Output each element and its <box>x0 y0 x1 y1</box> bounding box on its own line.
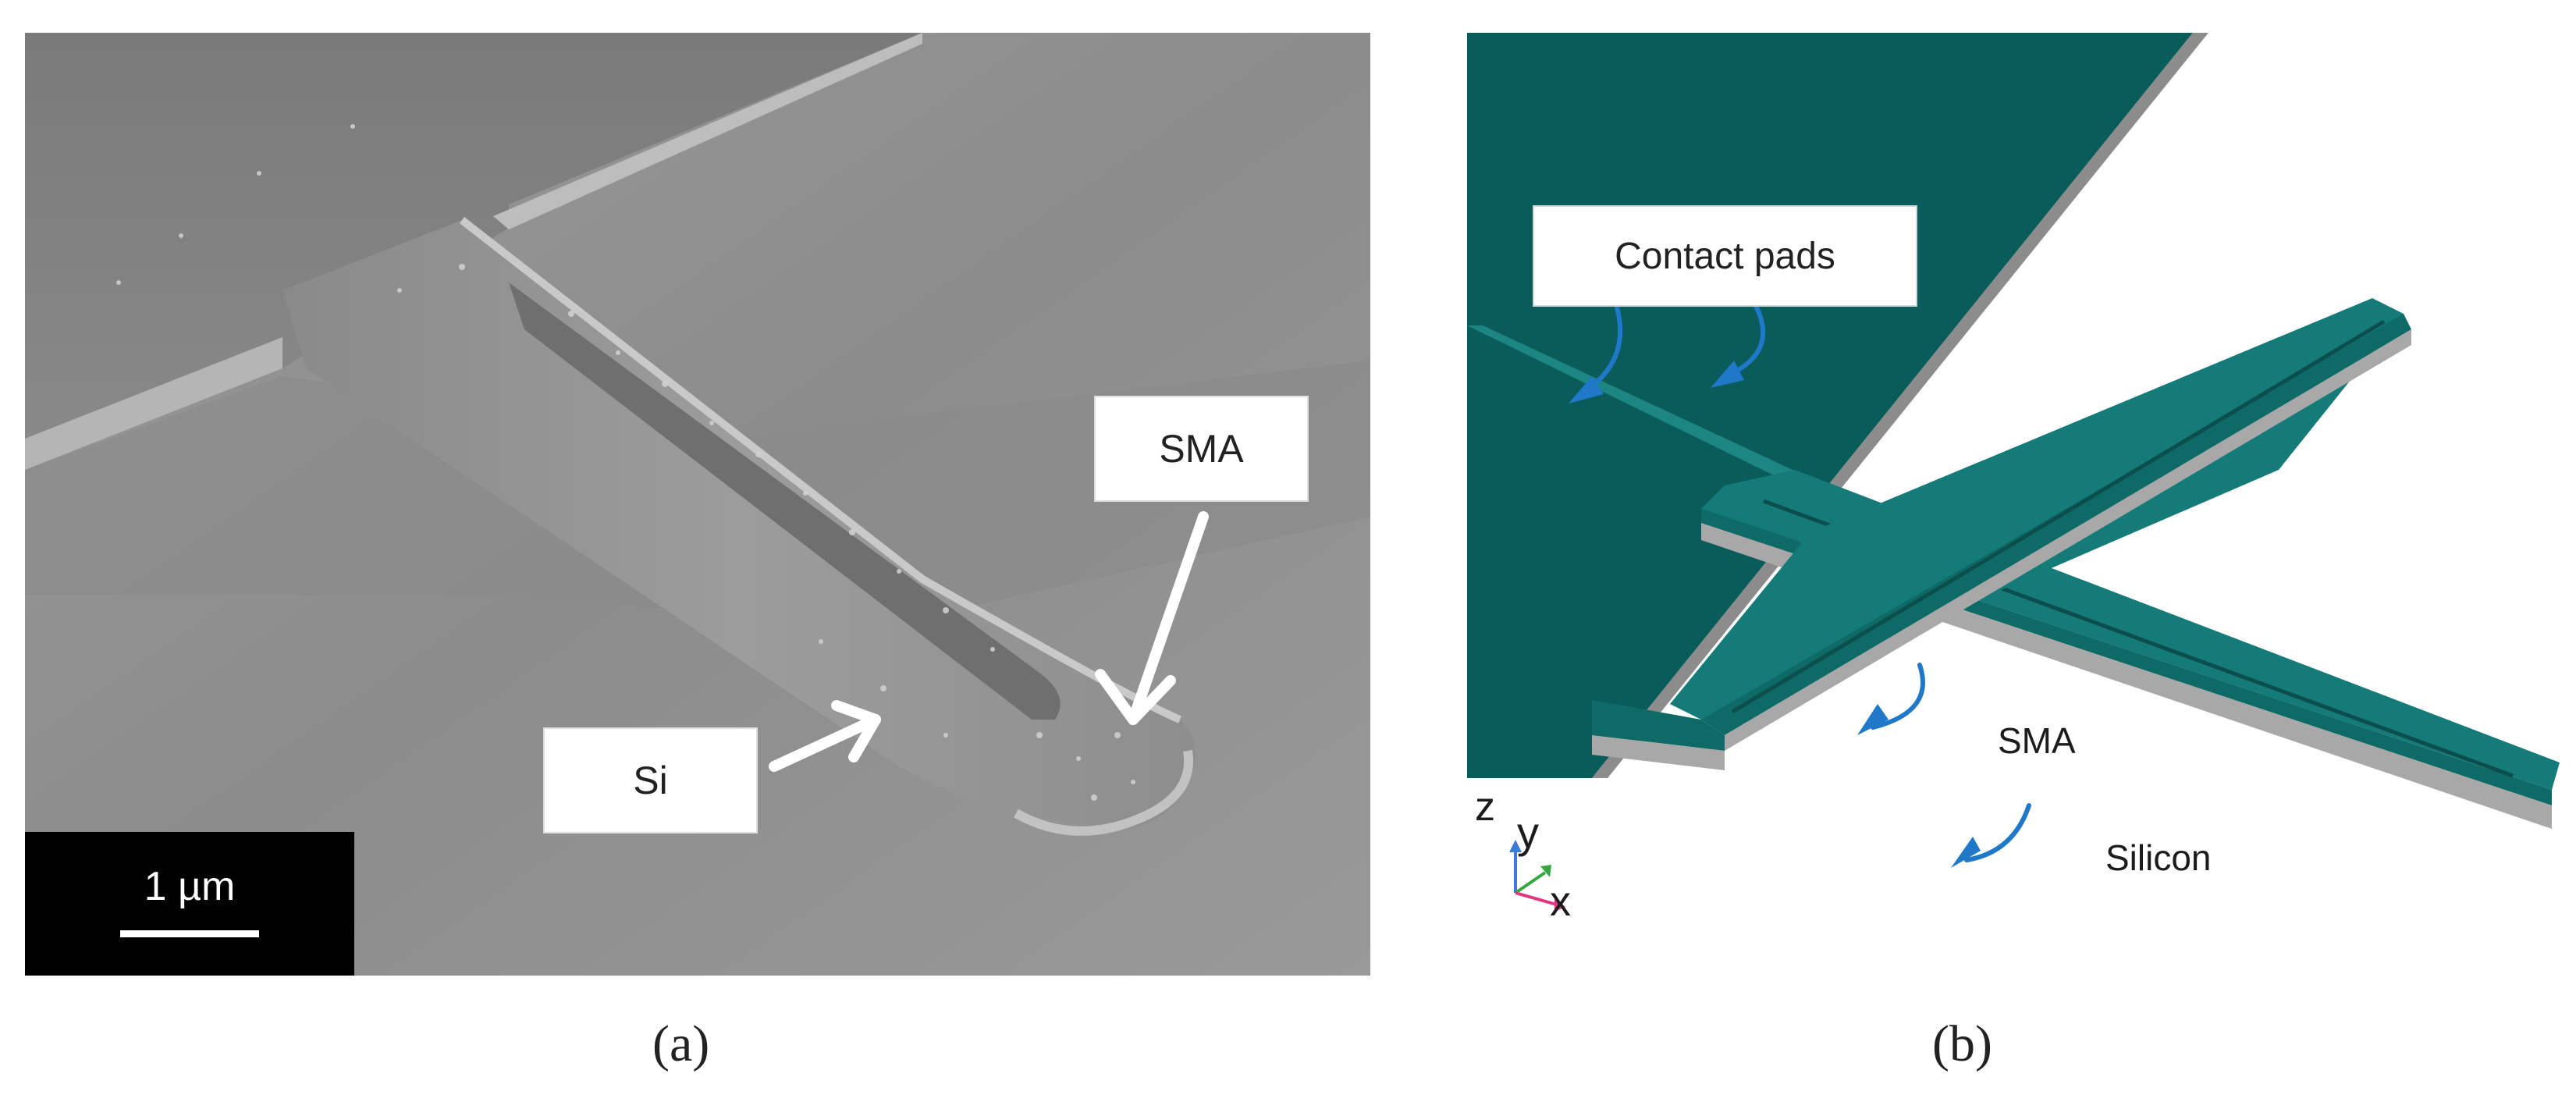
sem-beam <box>282 220 1196 830</box>
axis-x-label: x <box>1550 878 1571 925</box>
caption-b: (b) <box>1932 1015 1992 1072</box>
sem-image <box>25 33 1370 976</box>
silicon-label: Silicon <box>2105 837 2212 878</box>
scale-bar: 1 µm <box>25 832 354 976</box>
schematic-drawing <box>1467 33 2560 912</box>
sem-arrows <box>769 511 1209 772</box>
sma-label-box: SMA <box>1094 396 1309 502</box>
scale-bar-label: 1 µm <box>144 864 236 909</box>
axis-triad <box>1509 840 1565 912</box>
caption-a: (a) <box>652 1015 710 1072</box>
scale-bar-line <box>120 930 259 937</box>
schematic-panel: Contact pads SMA Silicon z y x <box>1467 33 2576 954</box>
contact-pads-label-box: Contact pads <box>1533 205 1917 307</box>
beam-cross <box>1670 298 2404 720</box>
si-label-box: Si <box>543 727 758 834</box>
axis-z-label: z <box>1475 784 1495 830</box>
sem-micrograph-panel: SMA Si 1 µm <box>25 33 1370 976</box>
sma-label: SMA <box>1998 720 2076 761</box>
axis-y-label: y <box>1517 808 1539 857</box>
